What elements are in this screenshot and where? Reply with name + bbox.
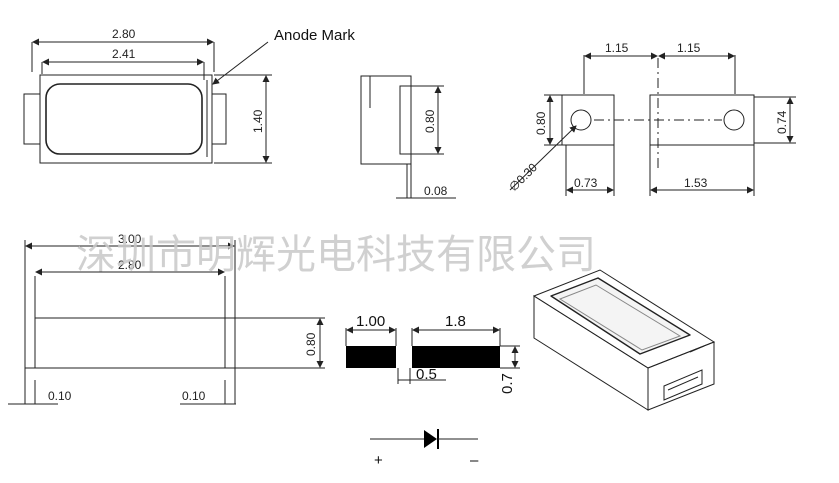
footprint-pad-small bbox=[346, 346, 396, 368]
bottom-hole-left bbox=[570, 109, 592, 131]
dim-pad-span-label: 1.53 bbox=[684, 176, 708, 190]
isometric-lead bbox=[663, 369, 703, 401]
hole-diameter-leader bbox=[509, 125, 577, 191]
footprint-gap-label: 0.5 bbox=[416, 366, 437, 383]
footprint: 1.00 1.8 0.5 0.7 bbox=[345, 313, 520, 394]
top-view-lead-left bbox=[23, 93, 41, 145]
dim-pitch-left-label: 1.15 bbox=[605, 41, 629, 55]
side-view: 0.80 0.08 bbox=[360, 75, 456, 199]
bottom-pad-left bbox=[561, 94, 615, 146]
dim-front-lead-right-label: 0.10 bbox=[182, 389, 206, 403]
front-view-body bbox=[34, 317, 226, 369]
dim-front-height-label: 0.80 bbox=[304, 332, 318, 356]
dim-side-height-label: 0.80 bbox=[423, 109, 437, 133]
side-view-body bbox=[360, 75, 412, 165]
dim-front-body-width-label: 2.80 bbox=[118, 258, 142, 272]
top-view-body bbox=[39, 74, 213, 164]
isometric-view bbox=[532, 269, 716, 411]
dim-top-height-label: 1.40 bbox=[251, 109, 265, 133]
dim-side-lead-label: 0.08 bbox=[424, 184, 448, 198]
diode-minus-label: – bbox=[470, 452, 479, 469]
diode-plus-label: + bbox=[374, 452, 383, 469]
footprint-pad-height-label: 0.7 bbox=[499, 373, 516, 394]
anode-mark-label: Anode Mark bbox=[274, 27, 355, 44]
diode-anode-triangle bbox=[424, 430, 437, 448]
dim-top-inner-width-label: 2.41 bbox=[112, 47, 136, 61]
top-view-lens bbox=[45, 83, 203, 155]
anode-mark-arrow bbox=[212, 41, 269, 85]
footprint-pad-small-label: 1.00 bbox=[356, 313, 385, 330]
dim-pad-height-right-label: 0.74 bbox=[775, 110, 789, 134]
top-view-lead-right bbox=[211, 93, 227, 145]
bottom-hole-right bbox=[723, 109, 745, 131]
dim-front-total-width-label: 3.00 bbox=[118, 232, 142, 246]
bottom-view: 1.15 1.15 0.80 0.74 ∅0.30 0.73 1.53 bbox=[506, 41, 796, 196]
side-view-lead bbox=[399, 85, 412, 155]
footprint-pad-large bbox=[412, 346, 500, 368]
front-view: 3.00 2.80 0.80 0.10 0.10 bbox=[8, 232, 325, 405]
dim-pitch-right-label: 1.15 bbox=[677, 41, 701, 55]
isometric-lens bbox=[550, 277, 691, 355]
footprint-pad-large-label: 1.8 bbox=[445, 313, 466, 330]
diode-symbol: + – bbox=[370, 429, 479, 469]
dim-pad-width-label: 0.73 bbox=[574, 176, 598, 190]
dim-pad-height-label: 0.80 bbox=[534, 111, 548, 135]
dim-front-lead-left-label: 0.10 bbox=[48, 389, 72, 403]
top-view: 2.80 2.41 1.40 Anode Mark bbox=[23, 27, 355, 164]
watermark-text: 深圳市明辉光电科技有限公司 bbox=[76, 232, 596, 278]
dim-top-outer-width-label: 2.80 bbox=[112, 27, 136, 41]
